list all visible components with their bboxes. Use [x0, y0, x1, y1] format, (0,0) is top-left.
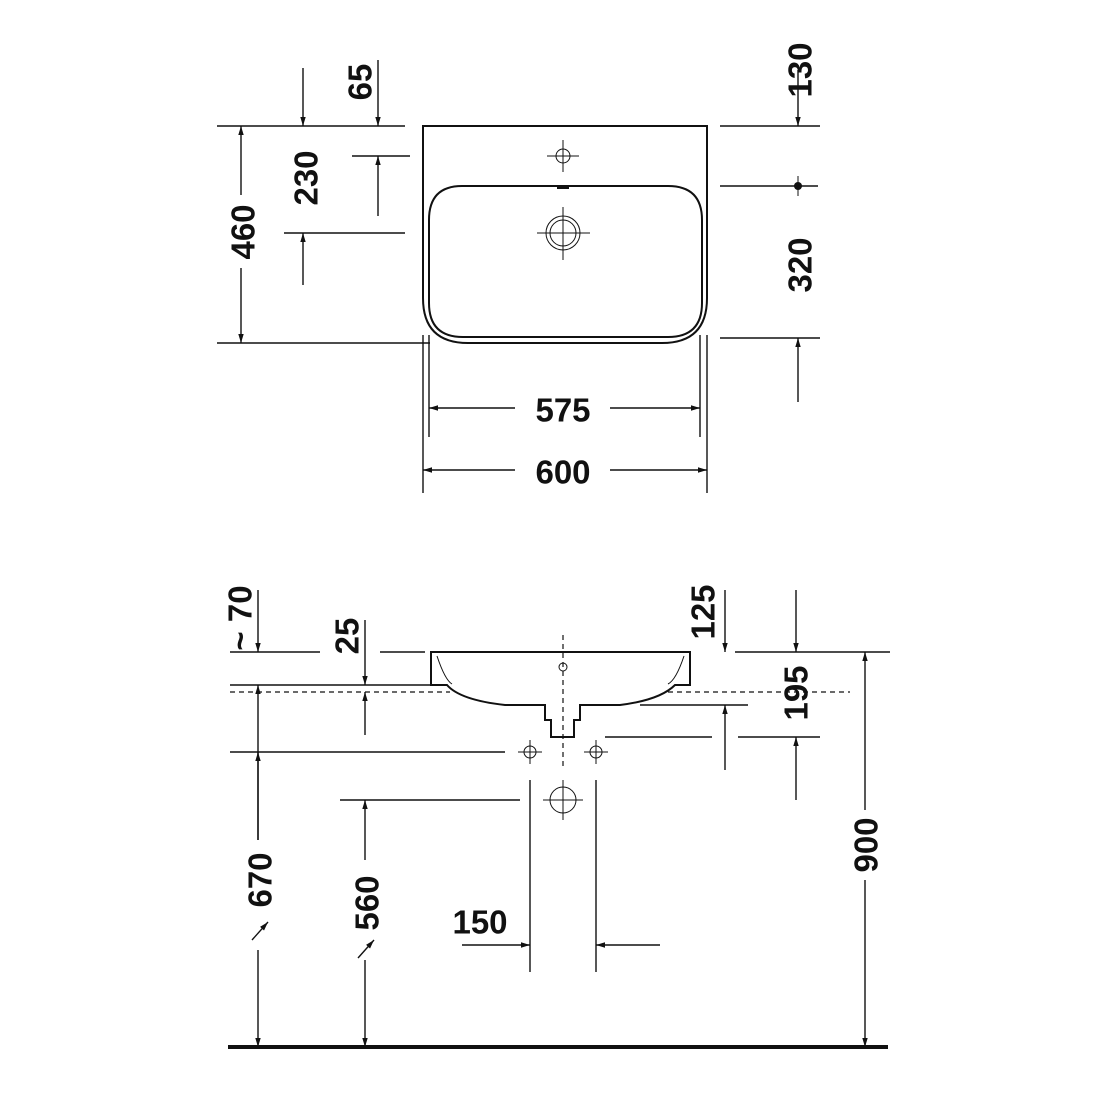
- dim-25: 25: [329, 618, 366, 655]
- drain-icon: [537, 207, 590, 260]
- supply-right-icon: [584, 740, 608, 764]
- overflow-mark: [557, 185, 569, 189]
- dim-320: 320: [782, 237, 819, 292]
- overflow-point-icon: [794, 182, 802, 190]
- supply-left-icon: [518, 740, 542, 764]
- dim-70: ~ 70: [222, 585, 259, 650]
- side-view: ~ 70 25 125 195 900: [222, 584, 890, 1049]
- approx-arrow-icon: [251, 921, 269, 941]
- dim-125: 125: [685, 584, 722, 639]
- dim-560: 560: [349, 875, 386, 930]
- basin-bowl: [428, 185, 703, 338]
- tap-hole-icon: [547, 140, 579, 172]
- basin-profile: [430, 651, 691, 738]
- dim-130: 130: [782, 42, 819, 97]
- top-view: 460 65 230 130 320 575 600: [217, 42, 820, 493]
- dim-575: 575: [535, 392, 590, 429]
- dim-195: 195: [778, 665, 815, 720]
- approx-arrow-icon: [357, 939, 375, 959]
- dim-670: 670: [242, 852, 279, 907]
- dim-230: 230: [288, 150, 325, 205]
- dim-600: 600: [535, 454, 590, 491]
- dim-150: 150: [452, 904, 507, 941]
- waste-outlet-icon: [543, 780, 583, 820]
- dim-460: 460: [225, 204, 262, 259]
- dim-65: 65: [342, 64, 379, 101]
- dim-900: 900: [848, 817, 885, 872]
